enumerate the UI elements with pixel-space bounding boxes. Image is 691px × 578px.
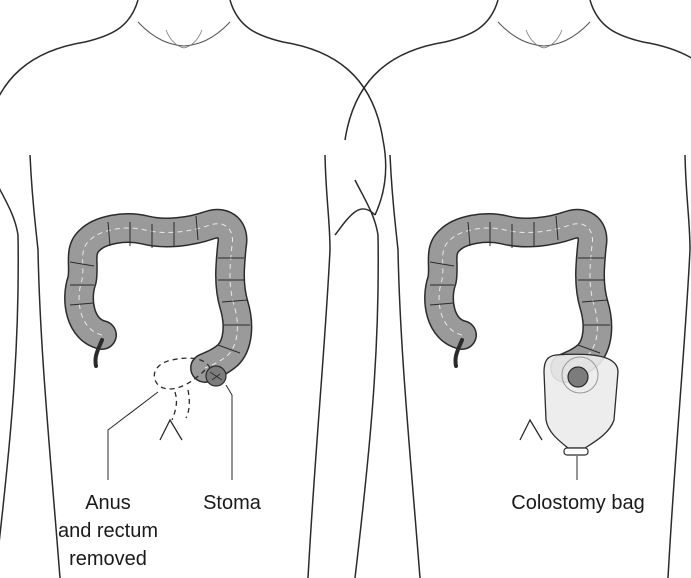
stoma-leader-line [226,385,232,480]
anus-leader-line [108,392,158,480]
anus-label-line1: Anus [60,490,156,516]
stoma-under-bag [568,367,588,387]
colostomy-bag-label: Colostomy bag [498,490,658,516]
stoma-label: Stoma [190,490,274,516]
bag-outlet [564,448,588,455]
anus-label-line2: and rectum [40,518,176,544]
anus-label-line3: removed [60,546,156,572]
